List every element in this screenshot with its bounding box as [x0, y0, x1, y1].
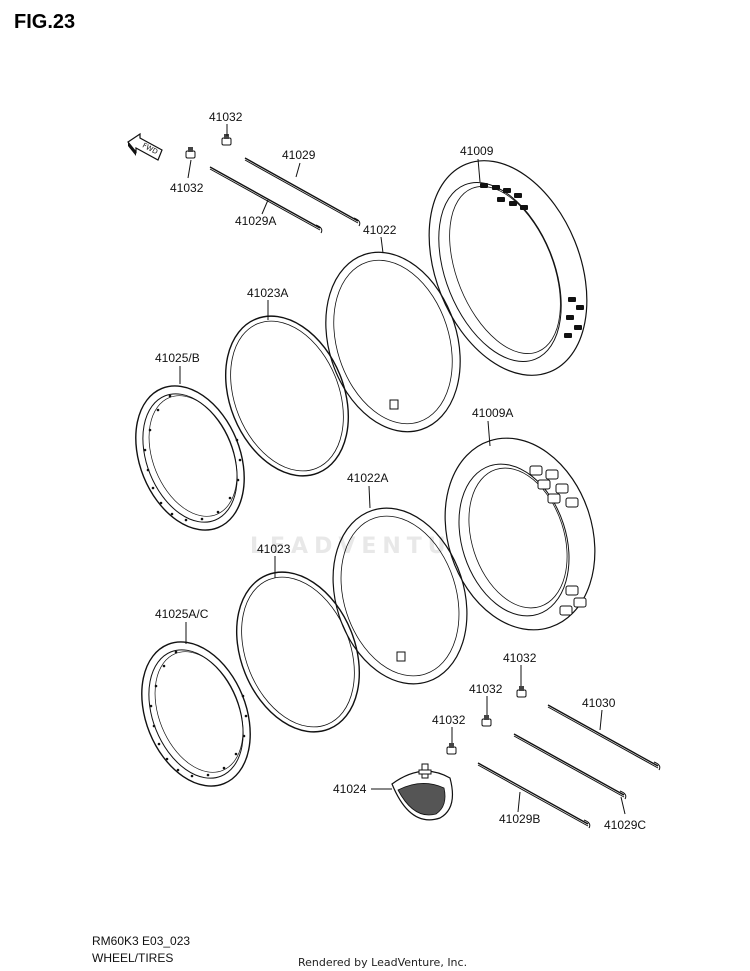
spoke-41030[interactable]: [547, 704, 661, 771]
label-41023: 41023: [257, 542, 291, 556]
label-41032-top-a: 41032: [209, 110, 243, 124]
label-41029: 41029: [282, 148, 316, 162]
rear-tire-41009[interactable]: [399, 137, 616, 399]
label-41029C: 41029C: [604, 818, 646, 832]
label-41009A: 41009A: [472, 406, 513, 420]
rear-tube-41022[interactable]: [304, 235, 483, 450]
figure-code: RM60K3 E03_023: [92, 934, 190, 948]
label-41022A: 41022A: [347, 471, 388, 485]
label-41025B: 41025/B: [155, 351, 200, 365]
label-41032-bottom-c: 41032: [432, 713, 466, 727]
label-41029A: 41029A: [235, 214, 276, 228]
label-41024: 41024: [333, 782, 367, 796]
label-41032-bottom-b: 41032: [469, 682, 503, 696]
label-41023A: 41023A: [247, 286, 288, 300]
front-tire-41009A[interactable]: [421, 419, 619, 650]
spoke-41029[interactable]: [244, 157, 361, 227]
spoke-nipple-bottom-1[interactable]: [516, 686, 527, 698]
figure-title: FIG.23: [14, 11, 75, 33]
front-tube-41022A[interactable]: [311, 491, 488, 702]
label-41025AC: 41025A/C: [155, 607, 209, 621]
label-41032-bottom-a: 41032: [503, 651, 537, 665]
spoke-41029B[interactable]: [477, 762, 591, 829]
rendered-by: Rendered by LeadVenture, Inc.: [298, 956, 467, 969]
forward-arrow-icon: FWD: [127, 132, 163, 161]
label-41022: 41022: [363, 223, 397, 237]
leader-lines: [179, 124, 626, 815]
rim-lock-41024[interactable]: [391, 763, 453, 821]
rim-41025AC[interactable]: [122, 626, 271, 803]
rim-band-41023[interactable]: [214, 554, 382, 751]
spoke-nipple-top-1[interactable]: [221, 134, 232, 146]
label-41029B: 41029B: [499, 812, 540, 826]
figure-section: WHEEL/TIRES: [92, 951, 173, 965]
spoke-nipple-top-2[interactable]: [185, 147, 196, 159]
rim-band-41023A[interactable]: [203, 298, 371, 495]
label-41009: 41009: [460, 144, 494, 158]
label-41030: 41030: [582, 696, 616, 710]
spoke-nipple-bottom-2[interactable]: [481, 715, 492, 727]
label-41032-top-b: 41032: [170, 181, 204, 195]
spoke-nipple-bottom-3[interactable]: [446, 743, 457, 755]
rim-41025B[interactable]: [116, 370, 265, 547]
spoke-41029C[interactable]: [513, 733, 627, 800]
spoke-41029A[interactable]: [209, 166, 323, 234]
